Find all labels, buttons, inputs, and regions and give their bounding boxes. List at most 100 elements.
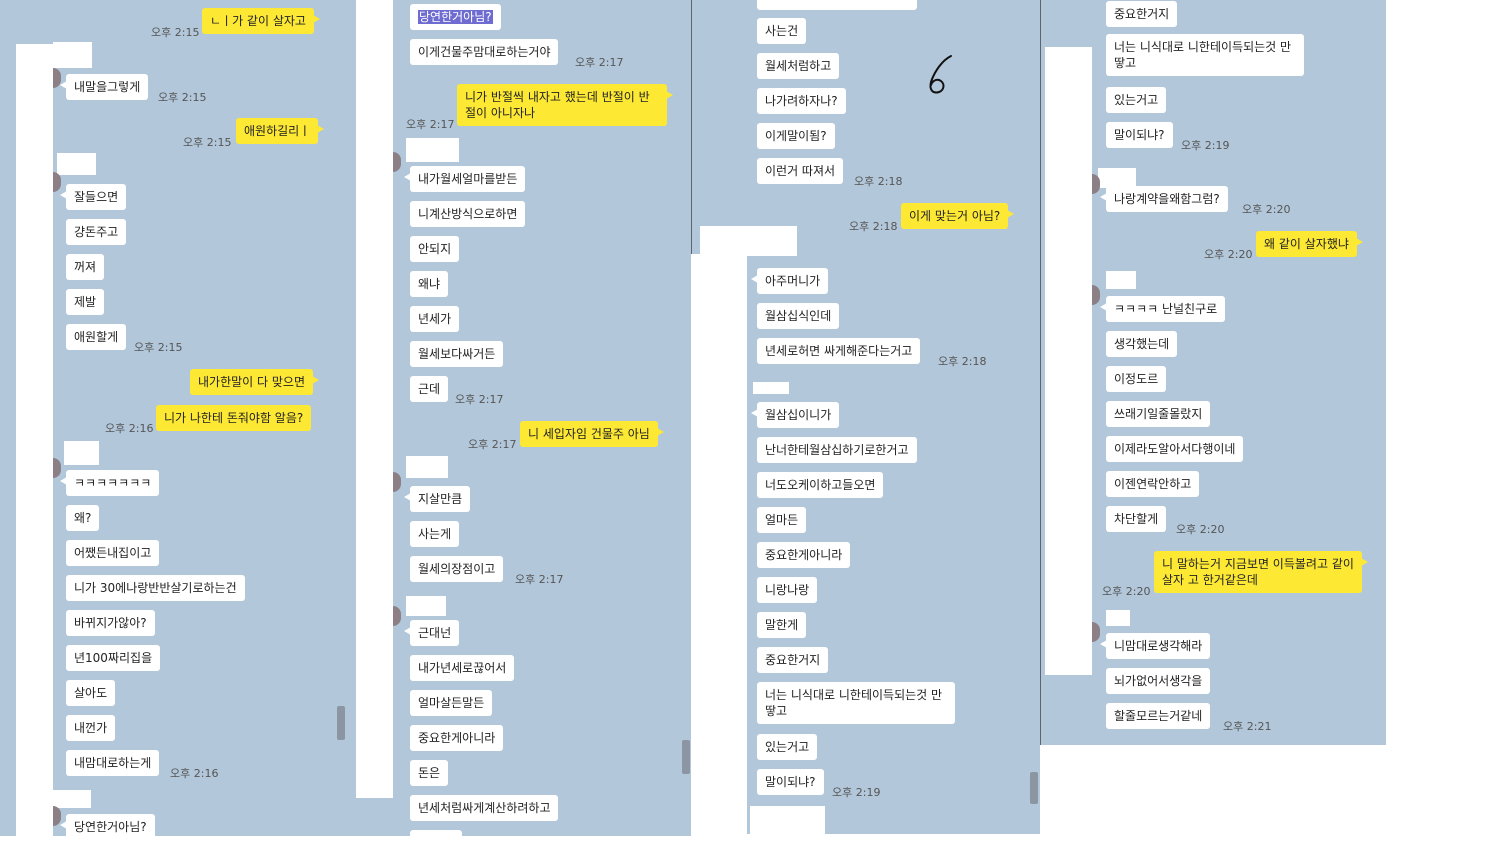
message-time: 오후 2:20 — [1176, 523, 1225, 536]
received-message: 년100짜리집을 — [66, 645, 161, 671]
message-time: 오후 2:17 — [575, 56, 624, 69]
avatar — [53, 68, 61, 88]
profile-name-mask — [753, 382, 789, 394]
chat-panel-3: 사는건 월세처럼하고 나가려하자나? 이게말이됨? 이런거 따져서 오후 2:1… — [691, 0, 1040, 834]
sent-message: 니가 반절씩 내자고 했는데 반절이 반절이 아니자나 — [457, 84, 673, 126]
received-message: 월삼십이니가 — [750, 402, 840, 428]
received-message: 이게건물주맘대로하는거야 — [410, 39, 559, 65]
received-message: 니계산방식으로하면 — [410, 201, 526, 227]
message-time: 오후 2:16 — [105, 422, 154, 435]
avatar — [1092, 174, 1100, 194]
received-message: 쓰래기일줄몰랐지 — [1106, 401, 1211, 427]
panel-divider — [691, 0, 692, 254]
received-message: 이게말이됨? — [757, 123, 835, 149]
received-message: 년세로허면 싸게해준다는거고 — [757, 338, 921, 364]
received-message: 나가려하자나? — [757, 88, 846, 114]
received-message: 얼마든 — [757, 507, 807, 533]
message-time: 오후 2:17 — [515, 573, 564, 586]
received-message: 있는거고 — [1106, 87, 1167, 113]
message-time: 오후 2:19 — [832, 786, 881, 799]
received-message: 뇌가없어서생각을 — [1106, 668, 1211, 694]
received-message: 제발 — [66, 289, 105, 315]
message-time: 오후 2:18 — [854, 175, 903, 188]
sent-message: ㄴㅣ가 같이 살자고 — [202, 8, 320, 34]
avatar — [393, 606, 401, 626]
profile-name-mask — [64, 441, 99, 465]
received-message-partial — [410, 830, 462, 836]
profile-name-mask — [53, 42, 92, 68]
message-time: 오후 2:15 — [183, 136, 232, 149]
avatar — [53, 458, 61, 478]
received-message: 생각했는데 — [1106, 331, 1178, 357]
chat-panel-2: 당연한거아님? 이게건물주맘대로하는거야 오후 2:17 니가 반절씩 내자고 … — [356, 0, 691, 836]
received-message: 살아도 — [66, 680, 116, 706]
received-message: 내가년세로끊어서 — [410, 655, 515, 681]
message-time: 오후 2:20 — [1102, 585, 1151, 598]
received-message: 근데 — [410, 376, 449, 402]
received-message: 중요한게아니라 — [410, 725, 504, 751]
message-time: 오후 2:20 — [1204, 248, 1253, 261]
profile-name-mask — [700, 226, 797, 256]
received-message: 니가 30에나랑반반살기로하는건 — [66, 575, 245, 601]
avatar — [393, 152, 401, 172]
received-message: 니랑나랑 — [757, 577, 818, 603]
avatar — [1092, 285, 1100, 305]
message-time: 오후 2:18 — [849, 220, 898, 233]
received-message: 바뀌지가않아? — [66, 610, 155, 636]
sent-message: 니 말하는거 지금보면 이득볼려고 같이 살자 고 한거같은데 — [1154, 551, 1368, 593]
avatar — [1092, 622, 1100, 642]
profile-name-mask — [57, 153, 96, 175]
message-time: 오후 2:16 — [170, 767, 219, 780]
received-message: 난너한테월삼십하기로한거고 — [757, 437, 917, 463]
message-time: 오후 2:17 — [468, 438, 517, 451]
received-message: 사는게 — [410, 521, 460, 547]
received-message: 왜? — [66, 505, 100, 531]
profile-name-mask — [406, 456, 448, 478]
received-message: 왜냐 — [410, 271, 449, 297]
received-message: 말이되냐? — [757, 769, 824, 795]
received-message: 내껀가 — [66, 715, 116, 741]
received-message: 잘들으면 — [59, 184, 127, 210]
scrollbar-thumb[interactable] — [1030, 772, 1038, 804]
received-message: 월세의장점이고 — [410, 556, 504, 582]
received-message: ㅋㅋㅋㅋㅋㅋㅋ — [59, 470, 160, 496]
sent-message: 애원하길리ㅣ — [236, 118, 325, 144]
received-message: 중요한거지 — [1106, 1, 1178, 27]
received-message: 너도오케이하고들오면 — [757, 472, 884, 498]
received-message: 월삼십식인데 — [757, 303, 840, 329]
scrollbar-thumb[interactable] — [337, 706, 345, 740]
sent-message: 내가한말이 다 맞으면 — [190, 369, 319, 395]
received-message: 차단할게 — [1106, 506, 1167, 532]
received-message: 내가월세얼마를받든 — [403, 166, 526, 192]
sent-message: 니 세입자임 건물주 아님 — [520, 421, 664, 447]
selected-text: 당연한거아님? — [418, 10, 493, 24]
received-message: 할줄모르는거같네 — [1106, 703, 1211, 729]
received-message: 당연한거아님? — [60, 814, 155, 836]
received-message: 월세보다싸거든 — [410, 341, 504, 367]
received-message: 중요한게아니라 — [757, 542, 851, 568]
received-message: 근대넌 — [403, 620, 460, 646]
scrollbar-thumb[interactable] — [682, 740, 690, 774]
received-message: 사는건 — [757, 18, 807, 44]
profile-name-mask — [1098, 168, 1136, 188]
message-time: 오후 2:20 — [1242, 203, 1291, 216]
message-time: 오후 2:15 — [134, 341, 183, 354]
chat-panel-4: 중요한거지 너는 니식대로 니한테이득되는것 만땋고 있는거고 말이되냐? 오후… — [1040, 0, 1386, 745]
received-message: 얼마살든말든 — [410, 690, 493, 716]
received-message: 이젠연락안하고 — [1106, 471, 1200, 497]
sidebar-mask — [1045, 47, 1092, 675]
received-message: 월세처럼하고 — [757, 53, 840, 79]
received-message: 내맘대로하는게 — [66, 750, 160, 776]
message-time: 오후 2:15 — [158, 91, 207, 104]
sent-message: 왜 같이 살자했냐 — [1256, 231, 1363, 257]
received-message: 꺼져 — [66, 254, 105, 280]
message-time: 오후 2:19 — [1181, 139, 1230, 152]
sent-message: 이게 맞는거 아님? — [901, 203, 1015, 229]
received-message: 말이되냐? — [1106, 122, 1173, 148]
received-message: 이런거 따져서 — [757, 158, 844, 184]
received-message: 년세가 — [410, 306, 460, 332]
received-message: ㅋㅋㅋㅋ 난널친구로 — [1099, 296, 1226, 322]
received-message: 애원할게 — [66, 324, 127, 350]
message-time: 오후 2:18 — [938, 355, 987, 368]
received-message: 니맘대로생각해라 — [1099, 633, 1211, 659]
